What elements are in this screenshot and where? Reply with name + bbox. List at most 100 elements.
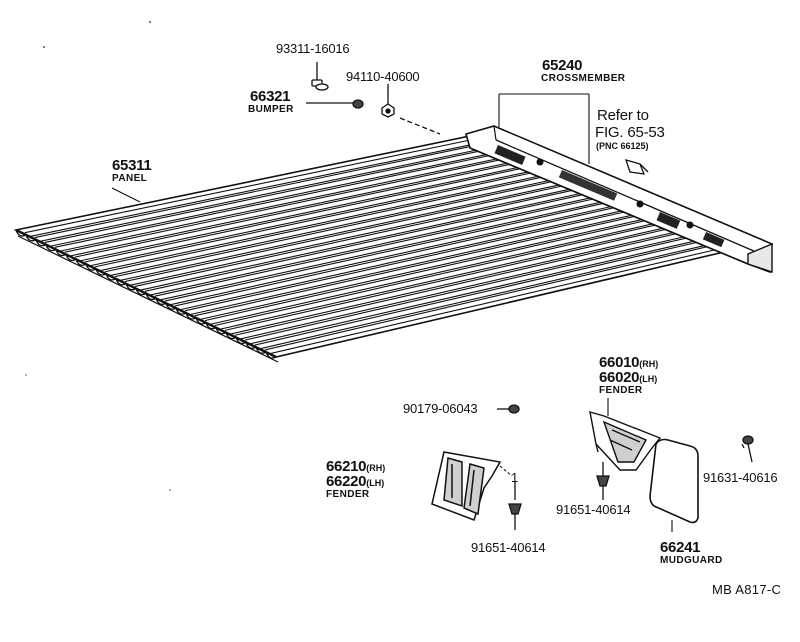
panel-rib-line — [156, 200, 608, 302]
panel-rib-line — [144, 191, 597, 292]
panel-rib-line — [164, 200, 616, 302]
panel-rib-line — [64, 155, 518, 253]
panel-rib-line — [34, 142, 489, 239]
fender-right-rh-side: (RH) — [639, 359, 659, 369]
panel-rib-line — [66, 159, 521, 258]
panel-rib-line — [236, 235, 687, 341]
panel-rib-line — [84, 164, 538, 263]
label-bolt-91631: 91631-40616 — [703, 470, 778, 485]
panel-scallop — [185, 312, 197, 320]
panel-rib-line — [196, 217, 648, 321]
fender-left-lh-side: (LH) — [366, 478, 385, 488]
panel-rib-line — [96, 173, 550, 272]
panel-rib-line — [104, 173, 557, 273]
panel-scallops — [15, 229, 277, 359]
panel-scallop — [135, 288, 147, 296]
panel-rib-line — [204, 218, 655, 322]
panel-rib-line — [226, 231, 677, 336]
panel-scallop — [85, 263, 97, 271]
panel-rib-line — [26, 142, 481, 238]
fender-left-rh-side: (RH) — [366, 463, 386, 473]
panel-rib-line — [216, 226, 667, 331]
label-refer-pnc: (PNC 66125) — [596, 141, 649, 151]
panel-rib-line — [234, 231, 684, 336]
fender-right-lh-number: 66020 — [599, 369, 640, 386]
panel-rib-line — [244, 235, 694, 341]
label-mudguard-name: MUDGUARD — [660, 555, 723, 566]
panel-rib-line — [36, 146, 491, 243]
panel-rib-line — [124, 182, 577, 283]
label-bolt-93311: 93311-16016 — [276, 41, 350, 56]
label-fender-right-rh: 66010(RH) — [599, 355, 658, 371]
diagram-code: MB A817-C — [712, 582, 782, 597]
panel-rib-line — [76, 164, 530, 263]
panel-scallop — [35, 239, 47, 247]
label-nut-94110: 94110-40600 — [346, 69, 420, 84]
panel-rib-line — [154, 195, 606, 297]
panel-rib-line — [54, 151, 509, 248]
panel-rib-line — [256, 244, 706, 350]
bolt-91651-left-part — [508, 482, 522, 530]
panel-rib-line — [106, 177, 560, 277]
panel-rib-line — [56, 155, 511, 253]
panel-rib-line — [176, 209, 628, 311]
crossmember-leader — [498, 93, 590, 164]
panel-scallop — [65, 254, 77, 261]
label-fender-left-name: FENDER — [326, 489, 370, 500]
label-fender-right-name: FENDER — [599, 385, 643, 396]
panel-scallop — [245, 342, 257, 349]
label-panel-number: 65311 — [112, 157, 152, 174]
panel-rib-line — [184, 209, 636, 312]
label-panel-name: PANEL — [112, 173, 148, 184]
panel-rib-line — [44, 146, 499, 243]
panel-scallop — [265, 351, 277, 359]
panel-rib-line — [246, 240, 696, 346]
nut-94110-part — [381, 84, 441, 135]
panel-scallop — [115, 278, 127, 286]
fender-left-rh-number: 66210 — [326, 458, 367, 475]
fender-66010-part — [589, 398, 662, 471]
panel-scallop — [145, 293, 157, 301]
panel-scallop — [125, 283, 137, 291]
label-bolt-91651-left: 91651-40614 — [471, 540, 546, 555]
fender-66210-part — [431, 451, 513, 521]
panel-rib-line — [186, 213, 638, 316]
panel-rib-line — [174, 204, 626, 307]
panel-rib-line — [224, 226, 675, 331]
panel-rib-line — [264, 244, 714, 351]
scan-dots — [25, 21, 171, 491]
bumper-66321-part — [306, 99, 364, 109]
label-bumper-number: 66321 — [250, 88, 291, 105]
panel-scallop — [165, 303, 177, 310]
panel-rib-line — [114, 177, 567, 278]
panel-rib-line — [206, 222, 657, 326]
panel-rib-line — [136, 191, 589, 292]
panel-scallop — [25, 234, 37, 242]
panel-rib-line — [46, 151, 501, 248]
panel-rib-line — [134, 186, 587, 287]
label-fender-right-lh: 66020(LH) — [599, 370, 657, 386]
label-bolt-91651-right: 91651-40614 — [556, 502, 631, 517]
panel-rib-line — [86, 168, 540, 267]
bolt-91651-right-part — [596, 462, 610, 500]
mudguard-66241-part — [649, 438, 699, 532]
panel-leader — [111, 187, 141, 203]
fender-right-lh-side: (LH) — [639, 374, 658, 384]
label-crossmember-number: 65240 — [542, 57, 583, 74]
label-quantity-one: 1 — [511, 470, 519, 485]
panel-scallop — [215, 327, 227, 335]
panel-ribs — [24, 137, 716, 355]
crossmember-part — [465, 125, 773, 274]
panel-rib-line — [74, 160, 528, 258]
label-crossmember-name: CROSSMEMBER — [541, 73, 626, 84]
panel-scallop — [75, 259, 87, 266]
label-refer-to: Refer to — [597, 107, 649, 124]
panel-scallop — [235, 337, 247, 345]
panel-rib-line — [266, 249, 716, 355]
panel-scallop — [55, 249, 67, 257]
bracket-66125-part — [624, 159, 649, 175]
panel-rib-line — [116, 182, 569, 282]
label-clip-90179: 90179-06043 — [403, 401, 478, 416]
panel-rib-line — [94, 168, 548, 268]
